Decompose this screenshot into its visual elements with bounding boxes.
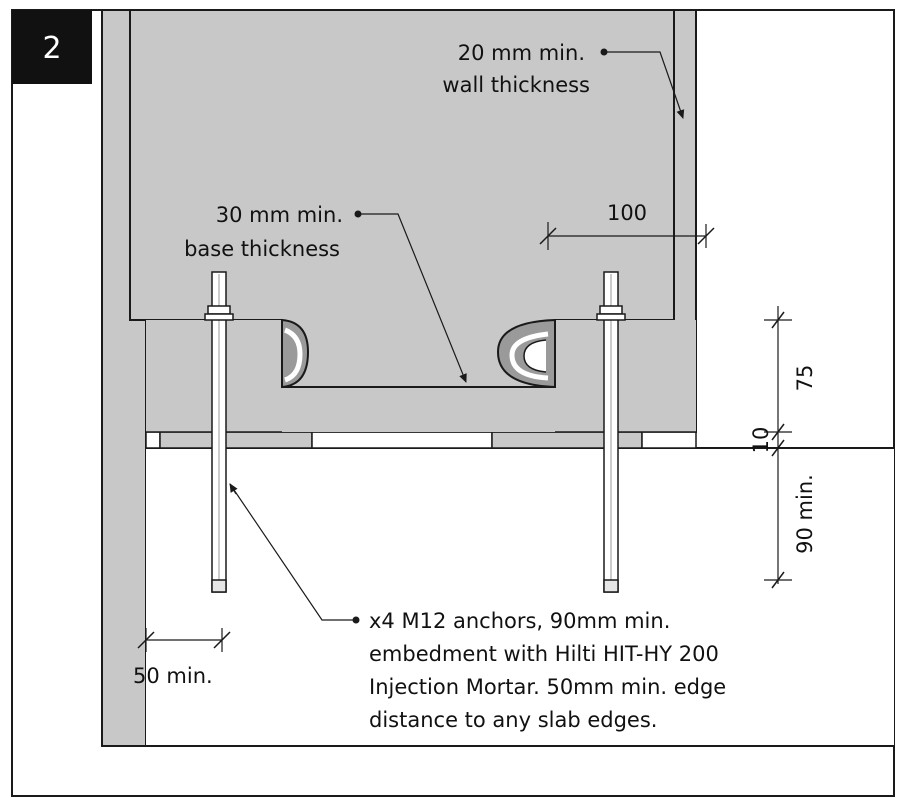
dimension-100-label: 100 <box>607 201 647 225</box>
dimension-50: 50 min. <box>133 628 231 688</box>
grout-pad-gap <box>311 431 493 449</box>
dimension-100: 100 <box>539 201 715 250</box>
anchors-note-line2: embedment with Hilti HIT-HY 200 <box>369 642 719 666</box>
dimension-vertical-chain: 75 10 90 min. <box>749 306 817 589</box>
base-thickness-callout: 30 mm min. base thickness <box>184 203 467 383</box>
grout-pad-left <box>145 431 161 449</box>
dimension-75-label: 75 <box>793 365 817 392</box>
dimension-50-label: 50 min. <box>133 664 213 688</box>
wall-thickness-label-line1: 20 mm min. <box>458 41 585 65</box>
base-thickness-label-line2: base thickness <box>184 237 340 261</box>
dimension-10-label: 10 <box>749 427 773 454</box>
anchor-left <box>204 271 234 593</box>
anchors-callout: x4 M12 anchors, 90mm min. embedment with… <box>229 483 726 732</box>
wall-thickness-callout: 20 mm min. wall thickness <box>442 41 685 119</box>
recess-base <box>282 387 555 432</box>
fillet-left <box>281 318 310 389</box>
base-fill-right <box>555 320 696 432</box>
slab <box>146 448 894 746</box>
anchor-right <box>596 271 626 593</box>
wall-thickness-label-line2: wall thickness <box>442 73 590 97</box>
base-thickness-label-line1: 30 mm min. <box>216 203 343 227</box>
grout-pad-right <box>641 431 697 449</box>
grout-pad <box>159 431 313 449</box>
grout-pad <box>491 431 643 449</box>
dimension-90-label: 90 min. <box>793 474 817 554</box>
anchors-note-line4: distance to any slab edges. <box>369 708 657 732</box>
anchors-note-line3: Injection Mortar. 50mm min. edge <box>369 675 726 699</box>
anchors-note-line1: x4 M12 anchors, 90mm min. <box>369 609 670 633</box>
fillet-right <box>496 318 556 389</box>
detail-number-badge: 2 <box>12 10 92 84</box>
detail-number: 2 <box>42 31 61 66</box>
